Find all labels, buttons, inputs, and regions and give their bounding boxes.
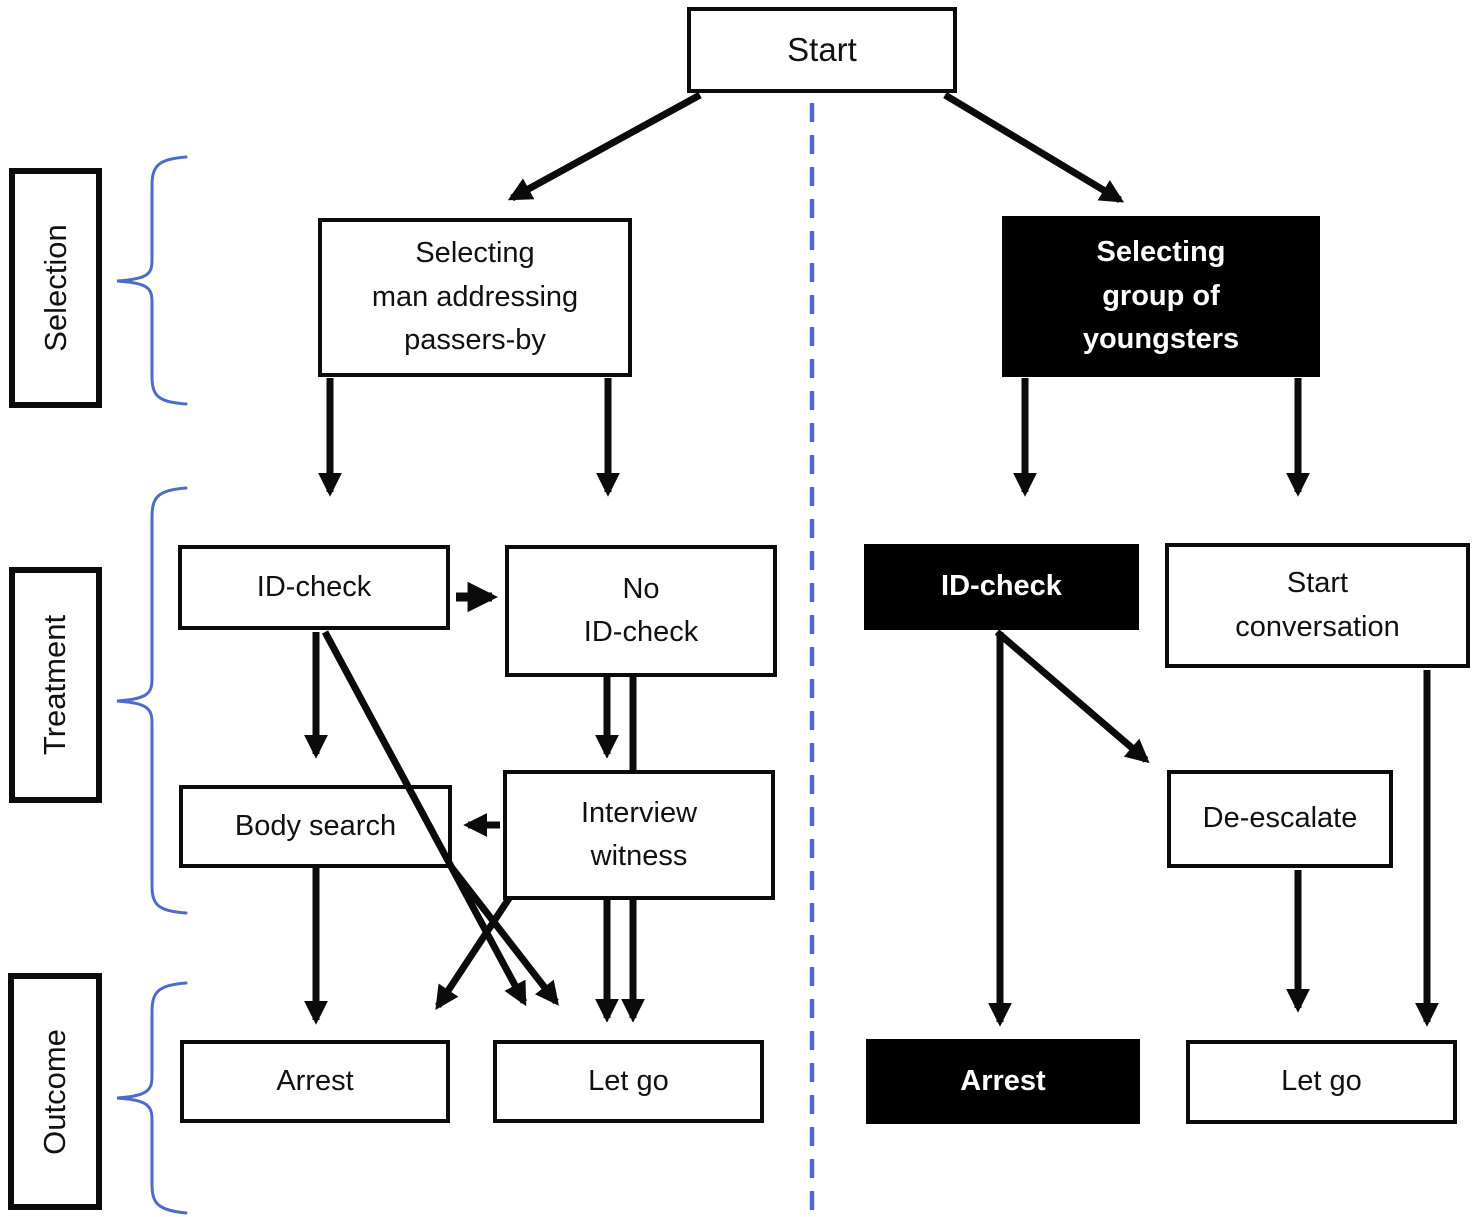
node-body-search: Body search (179, 785, 452, 868)
node-start-conversation: Start conversation (1165, 543, 1470, 668)
row-label-treatment: Treatment (9, 567, 102, 803)
brace-group (116, 155, 188, 1215)
node-arrest-right: Arrest (866, 1039, 1140, 1124)
node-arrest-left: Arrest (180, 1040, 450, 1123)
row-label-outcome: Outcome (8, 973, 102, 1210)
node-start: Start (687, 7, 957, 93)
arrow-start-to-selecting-man (507, 91, 702, 202)
node-id-check-left: ID-check (178, 545, 450, 630)
node-selecting-man: Selecting man addressing passers-by (318, 218, 632, 377)
row-label-treatment-text: Treatment (37, 614, 73, 756)
node-selecting-youngsters: Selecting group of youngsters (1002, 216, 1320, 377)
brace-treatment (116, 486, 188, 915)
node-interview-witness: Interview witness (503, 770, 775, 900)
node-de-escalate: De-escalate (1167, 770, 1393, 868)
brace-outcome (116, 981, 188, 1215)
row-label-outcome-text: Outcome (37, 1028, 72, 1155)
arrow-idcheck-right-to-deescalate (994, 629, 1150, 764)
node-letgo-right: Let go (1186, 1040, 1457, 1124)
brace-selection (116, 155, 188, 406)
node-letgo-left: Let go (493, 1040, 764, 1123)
row-label-selection-text: Selection (37, 224, 73, 352)
arrow-start-to-selecting-youngsters (943, 91, 1125, 204)
node-id-check-right: ID-check (864, 544, 1139, 630)
row-label-selection: Selection (9, 168, 102, 408)
node-no-id-check: No ID-check (505, 545, 777, 677)
